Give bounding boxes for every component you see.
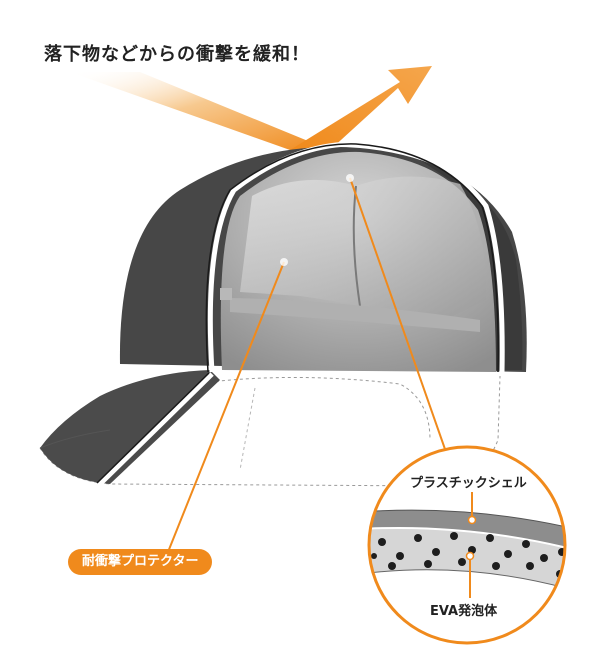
headline: 落下物などからの衝撃を緩和！ — [44, 44, 310, 65]
impact-beam — [70, 72, 330, 150]
magnified-cross-section — [367, 445, 567, 645]
deflection-arrow-icon — [290, 66, 432, 150]
foam-dots — [371, 532, 565, 578]
cap-brim — [40, 370, 220, 484]
protector-label: 耐衝撃プロテクター — [68, 549, 213, 575]
shell-label: プラスチックシェル — [410, 476, 527, 491]
foam-label: EVA発泡体 — [430, 604, 498, 619]
protector-leader-line — [167, 261, 285, 553]
shell-leader-line — [349, 177, 447, 453]
